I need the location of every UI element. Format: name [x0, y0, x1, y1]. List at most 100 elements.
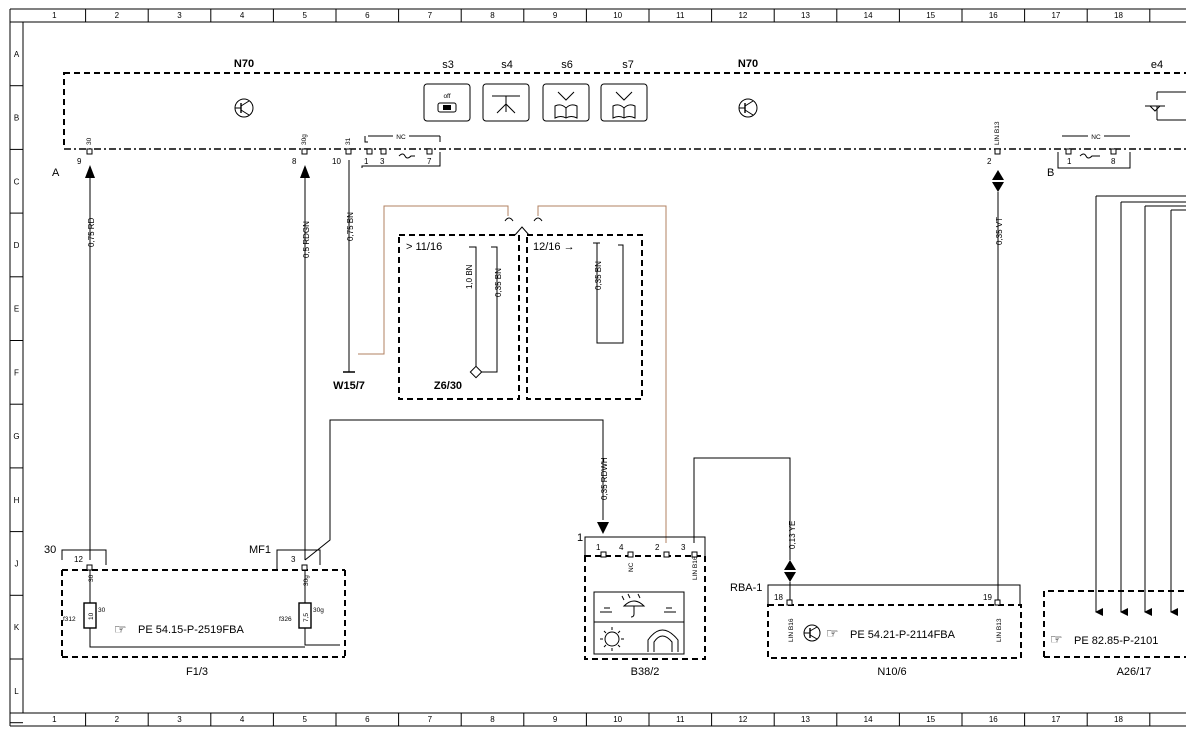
switch-s4-label: s4: [501, 59, 513, 71]
column-number: 12: [738, 715, 747, 724]
switch-s7[interactable]: [600, 83, 648, 122]
column-number: 2: [115, 715, 120, 724]
splice-z6-30-label: Z6/30: [434, 380, 462, 392]
column-number: 17: [1051, 715, 1060, 724]
column-number: 1: [52, 11, 57, 20]
row-letter: B: [14, 114, 19, 123]
column-number: 13: [801, 715, 810, 724]
b38-pin: 2: [655, 543, 660, 552]
switch-s4[interactable]: [482, 83, 530, 122]
pin-b1: 1: [1067, 157, 1072, 166]
column-number: 9: [553, 715, 558, 724]
f1-3-label: F1/3: [186, 666, 208, 678]
n70-pin-terminals: [86, 148, 1117, 155]
pointing-hand-icon: ☞: [114, 621, 127, 637]
fuse-box-f1-3: 30 MF1 12 3 30 30g 10 7,5 f312 f326 30 3…: [44, 544, 346, 660]
column-number: 15: [926, 11, 935, 20]
reference-link[interactable]: PE 54.21-P-2114FBA: [850, 629, 956, 641]
n10-lin16: LIN B16: [788, 618, 795, 642]
column-number: 14: [864, 11, 873, 20]
row-letter: L: [14, 687, 19, 696]
pin-10: 10: [332, 157, 341, 166]
transistor-icon: [234, 98, 254, 118]
b38-pin: 3: [681, 543, 686, 552]
wire-brown-alt: [358, 205, 509, 355]
n10-pin-19: 19: [983, 593, 992, 602]
column-number: 9: [553, 11, 558, 20]
wire-bn-ground: [343, 160, 355, 373]
reference-link[interactable]: PE 82.85-P-2101: [1074, 635, 1158, 647]
connector-b-label: B: [1047, 167, 1054, 179]
column-number: 18: [1114, 11, 1123, 20]
switch-s7-label: s7: [622, 59, 634, 71]
column-number: 5: [302, 11, 307, 20]
n70-label-left: N70: [234, 58, 254, 70]
pin-1: 1: [364, 157, 369, 166]
fuse-side: 30g: [313, 607, 324, 614]
fuse-term: 30: [88, 574, 95, 582]
column-number: 15: [926, 715, 935, 724]
wire-label: 1,0 BN: [465, 264, 474, 289]
b38-pin: 4: [619, 543, 624, 552]
row-letter: A: [14, 50, 20, 59]
nc-label: NC: [396, 134, 406, 141]
row-letter: D: [14, 241, 20, 250]
fuse-name: f312: [63, 616, 76, 623]
wire-label: 0,35 BN: [494, 268, 503, 297]
b38-lin: LIN B16: [692, 556, 699, 580]
column-number: 17: [1051, 11, 1060, 20]
column-number: 3: [177, 715, 182, 724]
switch-s6[interactable]: [542, 83, 590, 122]
rain-light-sensor-b38-2: 1 1 4 2 3 NC LIN B16: [577, 532, 706, 660]
reference-link[interactable]: PE 54.15-P-2519FBA: [138, 624, 244, 636]
column-number: 4: [240, 11, 245, 20]
interior-light-icon: [492, 95, 520, 114]
rain-sensor-icon: [621, 593, 646, 618]
switch-s3[interactable]: off: [423, 83, 471, 122]
column-number: 11: [676, 11, 685, 20]
pin-term-30: 30: [86, 137, 93, 145]
n10-lin13: LIN B13: [996, 618, 1003, 642]
zone-label: > 11/16: [406, 241, 442, 253]
fuse-term: 30g: [303, 575, 310, 586]
row-letter: F: [14, 368, 19, 377]
transistor-icon: [738, 98, 758, 118]
row-letter: K: [14, 623, 20, 632]
fuse-value: 10: [88, 612, 95, 620]
reading-light-icon: [612, 91, 636, 119]
pin-term-31: 31: [345, 137, 352, 145]
column-number: 5: [302, 715, 307, 724]
switch-s3-text: off: [443, 93, 450, 100]
column-ruler: 1122334455667788991010111112121313141415…: [52, 9, 1151, 726]
reference-3[interactable]: ☞ PE 82.85-P-2101: [1050, 631, 1158, 647]
wire-label: 0,75 BN: [346, 212, 355, 241]
column-number: 16: [989, 715, 998, 724]
pin-9: 9: [77, 157, 82, 166]
row-letter: G: [13, 432, 19, 441]
pin-2: 2: [987, 157, 992, 166]
pin-7: 7: [427, 157, 432, 166]
b38-pin: 1: [596, 543, 601, 552]
wire-label: 0,35 RDWH: [600, 457, 609, 500]
lamp-e4-icon: [1145, 91, 1186, 121]
nc-label: NC: [1091, 134, 1101, 141]
pin-b8: 8: [1111, 157, 1116, 166]
fuse-side: 30: [98, 607, 106, 614]
column-number: 14: [864, 715, 873, 724]
washer-icon: [600, 607, 676, 613]
reference-1[interactable]: ☞ PE 54.15-P-2519FBA: [114, 621, 244, 637]
wire-vt: [992, 170, 1004, 600]
pin-term-lin-b13: LIN B13: [994, 121, 1001, 145]
lamp-off-icon: [437, 102, 457, 113]
reference-2[interactable]: ☞ PE 54.21-P-2114FBA: [826, 625, 956, 641]
pointing-hand-icon: ☞: [1050, 631, 1063, 647]
column-number: 18: [1114, 715, 1123, 724]
column-number: 10: [613, 11, 622, 20]
pointing-hand-icon: ☞: [826, 625, 839, 641]
a26-17-label: A26/17: [1117, 666, 1152, 678]
wire-label: 0,13 YE: [788, 521, 797, 549]
sun-icon: [600, 627, 624, 651]
column-number: 10: [613, 715, 622, 724]
